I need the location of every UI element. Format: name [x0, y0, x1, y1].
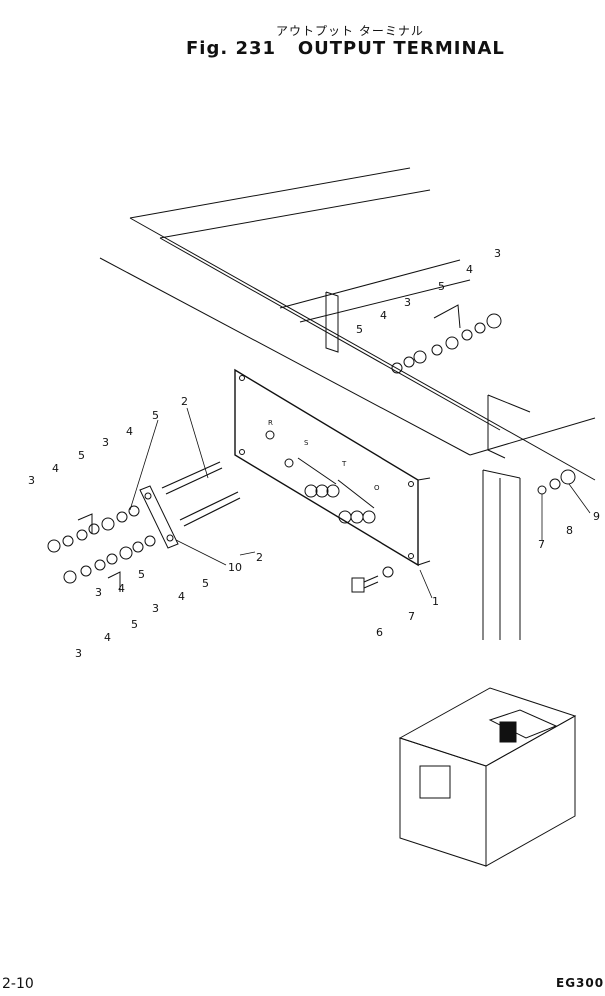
callout-label: 3 [404, 296, 411, 309]
washer-stack-right [391, 304, 502, 374]
callout-label: 5 [202, 577, 209, 590]
generator-enclosure [398, 687, 577, 867]
page-number: 2-10 [2, 976, 34, 992]
callout-label: 3 [494, 247, 501, 260]
stud-bolts [161, 461, 241, 527]
callout-label: 2 [256, 551, 263, 564]
callout-label: 6 [376, 626, 383, 639]
callout-label: 4 [104, 631, 111, 644]
callout-label: 7 [408, 610, 415, 623]
terminal-mark-o: O [374, 484, 380, 492]
callout-label: 4 [466, 263, 473, 276]
callout-label: 5 [131, 618, 138, 631]
callout-label: 9 [593, 510, 600, 523]
callout-label: 3 [75, 647, 82, 660]
callout-label: 5 [356, 323, 363, 336]
callout-label: 4 [118, 582, 125, 595]
callout-label: 3 [102, 436, 109, 449]
terminal-mark-t: T [341, 460, 347, 468]
callout-labels: 3 4 5 3 4 5 3 4 5 2 3 4 5 3 4 5 2 10 3 4… [28, 247, 600, 660]
bolt-assembly [351, 469, 576, 593]
callout-label: 7 [538, 538, 545, 551]
figure-title: Fig. 231 OUTPUT TERMINAL [186, 38, 505, 59]
washer-stack-left [47, 505, 156, 592]
callout-label: 4 [380, 309, 387, 322]
japanese-title: アウトプット ターミナル [276, 24, 424, 38]
callout-label: 10 [228, 561, 242, 574]
callout-label: 3 [152, 602, 159, 615]
figure-number: Fig. 231 [186, 38, 277, 59]
callout-label: 5 [438, 280, 445, 293]
callout-label: 2 [181, 395, 188, 408]
callout-label: 8 [566, 524, 573, 537]
terminal-mark-r: R [268, 419, 273, 427]
terminal-plate [234, 368, 431, 567]
callout-label: 3 [95, 586, 102, 599]
callout-label: 1 [432, 595, 439, 608]
callout-label: 4 [178, 590, 185, 603]
callout-label: 4 [126, 425, 133, 438]
link-bar [139, 485, 179, 549]
frame-rails [99, 167, 596, 640]
callout-label: 4 [52, 462, 59, 475]
figure-name: OUTPUT TERMINAL [297, 38, 505, 59]
terminal-mark-s: S [304, 439, 309, 447]
callout-label: 5 [78, 449, 85, 462]
callout-label: 3 [28, 474, 35, 487]
callout-label: 5 [138, 568, 145, 581]
callout-label: 5 [152, 409, 159, 422]
leader-lines [129, 407, 591, 599]
model-code: EG300 [556, 976, 605, 990]
